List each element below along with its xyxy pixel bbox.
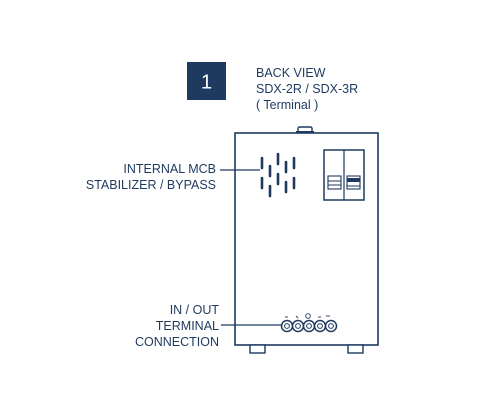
title-line-1: BACK VIEW <box>256 66 326 80</box>
step-badge: 1 <box>187 62 226 100</box>
feet <box>249 344 364 354</box>
terminal-label-line-3: CONNECTION <box>135 335 219 349</box>
terminal-block <box>280 313 338 333</box>
title-line-2: SDX-2R / SDX-3R <box>256 82 358 96</box>
mcb-label-line-1: INTERNAL MCB <box>123 162 216 176</box>
terminal-label-line-1: IN / OUT <box>170 303 220 317</box>
mcb-label-line-2: STABILIZER / BYPASS <box>86 178 216 192</box>
title-line-3: ( Terminal ) <box>256 98 318 112</box>
terminal-label-line-2: TERMINAL <box>156 319 219 333</box>
mcb-switch <box>323 149 365 201</box>
step-number: 1 <box>201 72 212 94</box>
leader-lines <box>220 169 281 326</box>
vent-slots <box>260 152 296 198</box>
